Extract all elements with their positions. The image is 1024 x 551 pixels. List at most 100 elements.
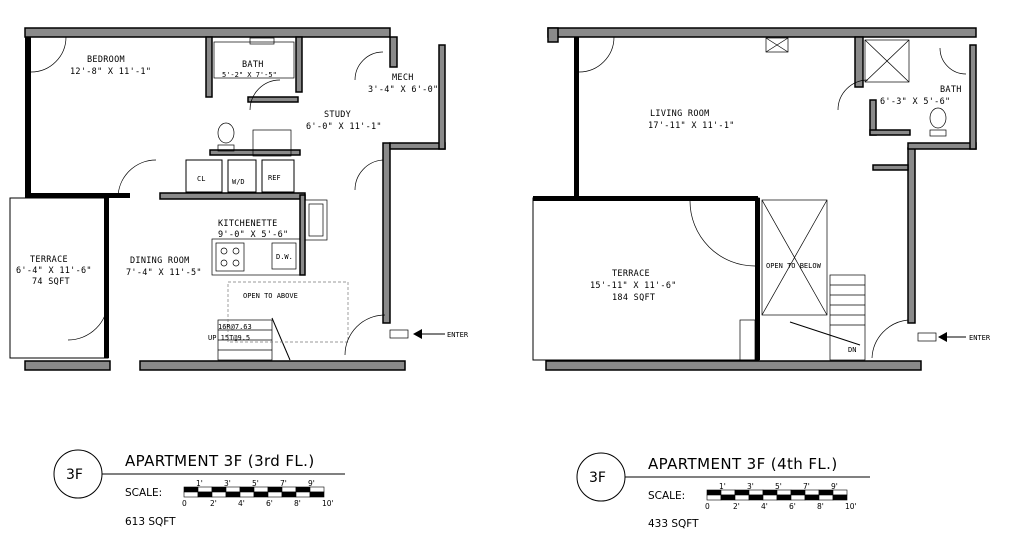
wall <box>574 37 579 197</box>
plan-area: 613 SQFT <box>125 516 176 528</box>
mech-dims: 3'-4" X 6'-0" <box>368 85 438 95</box>
wall <box>389 36 398 68</box>
door-swing <box>67 299 109 341</box>
dining-name: DINING ROOM <box>130 256 190 266</box>
counter <box>211 238 301 276</box>
wall <box>205 36 213 98</box>
scale-tick-label: 10' <box>322 499 334 508</box>
door-swing <box>249 79 281 111</box>
door-swing <box>30 36 67 73</box>
plan-area: 433 SQFT <box>648 518 699 530</box>
plan-3rd-floor: BEDROOM 12'-8" X 11'-1" BATH 5'-2" X 7'-… <box>9 27 469 528</box>
stair <box>829 274 866 361</box>
door-swing <box>939 47 967 75</box>
plan-title: APARTMENT 3F (3rd FL.) <box>125 452 315 470</box>
scale-tick-label: 2' <box>210 499 217 508</box>
bath-dims: 5'-2" X 7'-5" <box>222 71 277 79</box>
door-swing <box>354 51 384 81</box>
door-swing <box>344 314 386 356</box>
bath-name: BATH <box>940 85 962 95</box>
kitchen-sink <box>304 199 328 241</box>
scale-segment <box>748 494 764 501</box>
terrace-name: TERRACE <box>30 255 68 265</box>
sink <box>252 129 292 157</box>
door-swing <box>837 79 869 111</box>
vent <box>765 37 789 53</box>
scale-tick-label: 1' <box>719 482 726 491</box>
shower <box>864 39 910 83</box>
refrigerator <box>261 159 295 193</box>
plan-4th-floor: LIVING ROOM 17'-11" X 11'-1" BATH 6'-3" … <box>532 27 991 530</box>
vanity <box>249 37 275 45</box>
wall <box>159 192 306 200</box>
scale-tick-label: 0 <box>182 499 187 508</box>
ref-label: REF <box>268 174 281 182</box>
scale-segment <box>225 491 241 498</box>
scale-tick-label: 9' <box>308 479 315 488</box>
wall <box>139 360 406 371</box>
stove <box>215 242 245 272</box>
study-name: STUDY <box>324 110 351 120</box>
plan-title: APARTMENT 3F (4th FL.) <box>648 455 838 473</box>
terrace-area: 184 SQFT <box>612 293 655 303</box>
terrace-name: TERRACE <box>612 269 650 279</box>
scale-tick-label: 4' <box>238 499 245 508</box>
wall <box>547 27 977 38</box>
scale-label: SCALE: <box>648 490 685 502</box>
terrace-outline <box>532 197 760 361</box>
scale-segment <box>239 491 255 498</box>
wall <box>247 96 299 103</box>
wall <box>25 37 31 197</box>
closet <box>185 159 223 193</box>
mech-name: MECH <box>392 73 414 83</box>
open-to-above-label: OPEN TO ABOVE <box>243 292 298 300</box>
wall <box>755 198 760 360</box>
bathtub <box>213 41 295 79</box>
scale-segment <box>720 494 736 501</box>
dining-dims: 7'-4" X 11'-5" <box>126 268 202 278</box>
wall <box>872 164 909 171</box>
open-to-below-label: OPEN TO BELOW <box>766 262 822 270</box>
wall <box>25 193 130 198</box>
scale-segment <box>706 494 722 501</box>
wall <box>104 198 109 358</box>
dn-label: DN <box>848 346 856 354</box>
enter-arrow-head <box>938 332 947 342</box>
entry-box <box>389 329 409 339</box>
wall <box>907 147 916 324</box>
door-swing <box>117 159 157 199</box>
wall <box>299 194 306 276</box>
closet-label: CL <box>197 175 205 183</box>
living-dims: 17'-11" X 11'-1" <box>648 121 735 131</box>
scale-segment <box>818 494 834 501</box>
toilet-tank <box>929 129 947 137</box>
scale-segment <box>253 491 269 498</box>
scale-segment <box>183 491 199 498</box>
scale-tick-label: 5' <box>775 482 782 491</box>
kitchenette-name: KITCHENETTE <box>218 219 278 229</box>
door-swing <box>354 159 384 191</box>
toilet <box>929 107 947 129</box>
door-swing <box>578 36 615 73</box>
terrace-dims: 6'-4" X 11'-6" <box>16 266 92 276</box>
wall <box>209 149 301 156</box>
enter-label: ENTER <box>447 331 469 339</box>
wall <box>907 142 977 150</box>
plan-bubble-label: 3F <box>589 470 606 486</box>
scale-tick-label: 10' <box>845 502 857 511</box>
scale-tick-label: 2' <box>733 502 740 511</box>
scale-tick-label: 6' <box>266 499 273 508</box>
scale-segment <box>776 494 792 501</box>
wall <box>24 360 111 371</box>
study-dims: 6'-0" X 11'-1" <box>306 122 382 132</box>
scale-tick-label: 3' <box>224 479 231 488</box>
wall <box>869 129 911 136</box>
enter-arrow-head <box>413 329 422 339</box>
wall <box>854 36 864 88</box>
open-to-below-outline <box>761 199 828 316</box>
terrace-area: 74 SQFT <box>32 277 70 287</box>
bedroom-name: BEDROOM <box>87 55 125 65</box>
